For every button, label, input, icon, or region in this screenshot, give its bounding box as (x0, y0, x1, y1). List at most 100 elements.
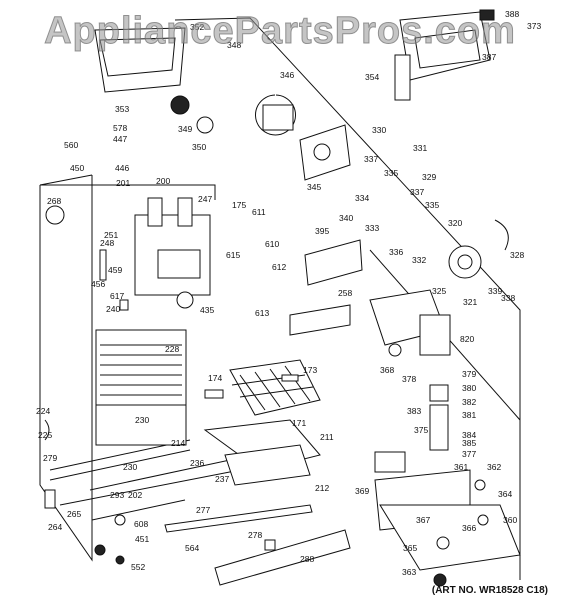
dispenser-assembly (394, 9, 495, 101)
part-label-368: 368 (380, 365, 394, 375)
part-label-366: 366 (462, 523, 476, 533)
part-label-174: 174 (208, 373, 222, 383)
part-label-337: 337 (364, 154, 378, 164)
part-label-611: 611 (252, 207, 266, 217)
part-label-610: 610 (265, 239, 279, 249)
evaporator-coil (95, 329, 187, 446)
part-label-446: 446 (115, 163, 129, 173)
part-label-379: 379 (462, 369, 476, 379)
part-label-615: 615 (226, 250, 240, 260)
part-label-352: 352 (190, 22, 204, 32)
part-label-349: 349 (178, 124, 192, 134)
part-label-251: 251 (104, 230, 118, 240)
part-label-240: 240 (106, 304, 120, 314)
part-label-339: 339 (488, 286, 502, 296)
part-label-367: 367 (416, 515, 430, 525)
part-label-613: 613 (255, 308, 269, 318)
part-label-258: 258 (338, 288, 352, 298)
storage-pan (203, 419, 321, 486)
part-label-365: 365 (403, 543, 417, 553)
part-label-340: 340 (339, 213, 353, 223)
part-label-387: 387 (482, 52, 496, 62)
part-label-200: 200 (156, 176, 170, 186)
part-label-364: 364 (498, 489, 512, 499)
part-label-450: 450 (70, 163, 84, 173)
part-label-608: 608 (134, 519, 148, 529)
part-label-328: 328 (510, 250, 524, 260)
part-label-329: 329 (422, 172, 436, 182)
part-label-552: 552 (131, 562, 145, 572)
part-label-225: 225 (38, 430, 52, 440)
part-label-175: 175 (232, 200, 246, 210)
part-label-211: 211 (320, 432, 334, 442)
part-label-248: 248 (100, 238, 114, 248)
part-label-378: 378 (402, 374, 416, 384)
part-label-385: 385 (462, 438, 476, 448)
part-label-377: 377 (462, 449, 476, 459)
part-label-173: 173 (303, 365, 317, 375)
control-plate (299, 124, 351, 181)
bottom-rail (164, 504, 313, 533)
part-label-230: 230 (123, 462, 137, 472)
part-label-578: 578 (113, 123, 127, 133)
part-label-435: 435 (200, 305, 214, 315)
part-label-361: 361 (454, 462, 468, 472)
part-label-380: 380 (462, 383, 476, 393)
part-label-320: 320 (448, 218, 462, 228)
part-label-224: 224 (36, 406, 50, 416)
cover-panel (304, 239, 363, 286)
part-label-560: 560 (64, 140, 78, 150)
part-label-335: 335 (425, 200, 439, 210)
bottom-grille (214, 529, 351, 586)
part-label-171: 171 (292, 418, 306, 428)
part-label-820: 820 (460, 334, 474, 344)
air-handler-housing (134, 197, 211, 309)
part-label-388: 388 (505, 9, 519, 19)
part-label-363: 363 (402, 567, 416, 577)
part-label-362: 362 (487, 462, 501, 472)
part-label-247: 247 (198, 194, 212, 204)
part-label-265: 265 (67, 509, 81, 519)
part-label-338: 338 (501, 293, 515, 303)
part-label-612: 612 (272, 262, 286, 272)
part-label-382: 382 (462, 397, 476, 407)
part-label-264: 264 (48, 522, 62, 532)
part-label-334: 334 (355, 193, 369, 203)
part-label-212: 212 (315, 483, 329, 493)
auger-motor (448, 219, 509, 279)
part-label-375: 375 (414, 425, 428, 435)
part-label-353: 353 (115, 104, 129, 114)
part-label-373: 373 (527, 21, 541, 31)
wire-basket (229, 359, 321, 416)
part-label-345: 345 (307, 182, 321, 192)
part-label-279: 279 (43, 453, 57, 463)
part-label-202: 202 (128, 490, 142, 500)
part-label-335: 335 (384, 168, 398, 178)
shelf-trim (289, 304, 351, 336)
part-label-325: 325 (432, 286, 446, 296)
part-label-277: 277 (196, 505, 210, 515)
part-label-451: 451 (135, 534, 149, 544)
part-label-383: 383 (407, 406, 421, 416)
part-label-617: 617 (110, 291, 124, 301)
ice-bucket (94, 27, 296, 136)
part-label-564: 564 (185, 543, 199, 553)
part-label-236: 236 (190, 458, 204, 468)
part-labels: 3523483883733873543463533495784473505603… (36, 9, 541, 577)
part-label-331: 331 (413, 143, 427, 153)
part-label-456: 456 (91, 279, 105, 289)
part-label-333: 333 (365, 223, 379, 233)
part-label-201: 201 (116, 178, 130, 188)
part-label-459: 459 (108, 265, 122, 275)
part-label-214: 214 (171, 438, 185, 448)
small-parts (44, 205, 489, 587)
part-label-337: 337 (410, 187, 424, 197)
ice-maker (369, 289, 451, 356)
part-label-230: 230 (135, 415, 149, 425)
part-label-395: 395 (315, 226, 329, 236)
part-label-346: 346 (280, 70, 294, 80)
part-label-381: 381 (462, 410, 476, 420)
part-label-288: 288 (300, 554, 314, 564)
part-label-268: 268 (47, 196, 61, 206)
